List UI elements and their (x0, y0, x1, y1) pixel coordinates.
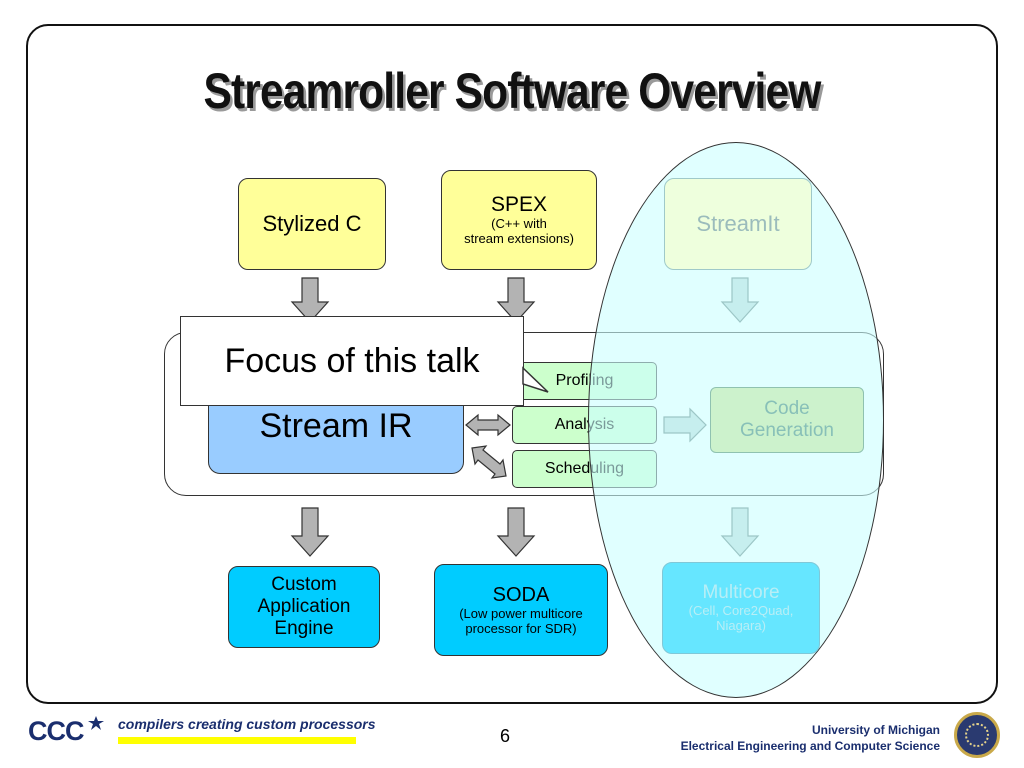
streamit-label: StreamIt (696, 211, 780, 237)
slide-title: Streamroller Software Overview (203, 63, 821, 119)
spex-subtitle-1: (C++ with (491, 216, 547, 232)
stylized-c-label: Stylized C (262, 211, 362, 237)
page-number: 6 (500, 726, 511, 746)
custom-engine-box: Custom Application Engine (228, 566, 380, 648)
code-generation-box: Code Generation (710, 387, 864, 453)
spex-subtitle-2: stream extensions) (464, 231, 574, 247)
custom-label-1: Custom (271, 574, 337, 596)
code-gen-label-2: Generation (739, 420, 834, 441)
multicore-subtitle-1: (Cell, Core2Quad, (688, 602, 794, 618)
footer-tagline: compilers creating custom processors (118, 716, 376, 732)
university-name: University of Michigan (811, 723, 940, 737)
custom-label-2: Application (257, 596, 351, 618)
focus-callout: Focus of this talk (180, 316, 524, 406)
streamit-box: StreamIt (664, 178, 812, 270)
multicore-title: Multicore (702, 582, 780, 604)
arrow-ir-to-soda (496, 507, 536, 557)
ccc-logo-text: CCC (28, 716, 84, 746)
multicore-box: Multicore (Cell, Core2Quad, Niagara) (662, 562, 820, 654)
code-gen-label-1: Code (764, 398, 810, 420)
soda-box: SODA (Low power multicore processor for … (434, 564, 608, 656)
spex-box: SPEX (C++ with stream extensions) (441, 170, 597, 270)
arrow-to-code-gen (663, 407, 707, 443)
soda-subtitle-1: (Low power multicore (459, 605, 583, 621)
university-seal-icon (954, 712, 1000, 758)
arrow-stylized-c-down (290, 277, 330, 323)
university-credit: University of Michigan Electrical Engine… (681, 722, 940, 754)
stylized-c-box: Stylized C (238, 178, 386, 270)
focus-callout-label: Focus of this talk (224, 341, 480, 380)
arrow-ir-scheduling-bidir (471, 445, 507, 479)
arrow-code-gen-to-multicore (720, 507, 760, 557)
soda-title: SODA (492, 583, 550, 606)
stream-ir-label: Stream IR (259, 407, 413, 446)
soda-subtitle-2: processor for SDR) (465, 620, 577, 636)
tagline-underline (118, 737, 356, 744)
arrow-streamit-down (720, 277, 760, 323)
multicore-subtitle-2: Niagara) (716, 617, 766, 633)
arrow-ir-to-custom (290, 507, 330, 557)
spex-title: SPEX (490, 192, 548, 216)
arrow-ir-analysis-bidir (465, 413, 511, 437)
department-name: Electrical Engineering and Computer Scie… (680, 739, 940, 753)
arrow-spex-down (496, 277, 536, 323)
callout-pointer-tail (522, 366, 549, 393)
custom-label-3: Engine (274, 617, 334, 639)
